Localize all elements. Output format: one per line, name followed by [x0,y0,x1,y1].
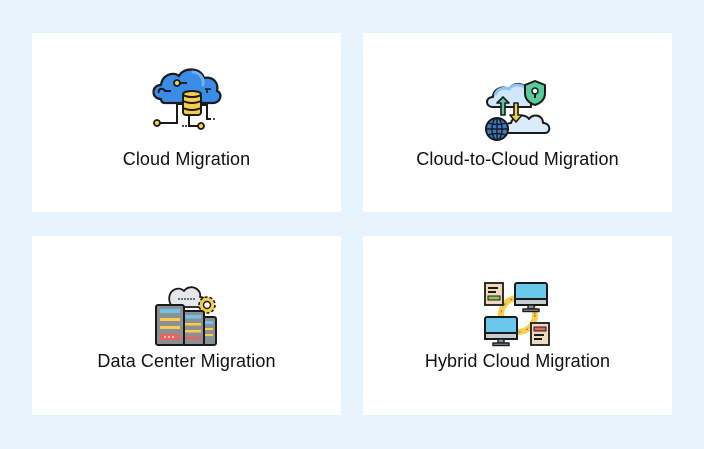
card-data-center-migration[interactable]: Data Center Migration [32,236,341,415]
hybrid-cloud-icon [483,281,553,349]
card-cloud-to-cloud-migration[interactable]: Cloud-to-Cloud Migration [363,33,672,212]
cloud-database-icon [147,63,227,139]
card-hybrid-cloud-migration[interactable]: Hybrid Cloud Migration [363,236,672,415]
card-title: Data Center Migration [97,351,276,371]
cloud-transfer-icon [483,77,553,143]
card-title: Cloud Migration [122,149,251,169]
data-center-icon [152,281,222,349]
card-title: Cloud-to-Cloud Migration [416,149,619,169]
card-title: Hybrid Cloud Migration [424,351,611,371]
card-cloud-migration[interactable]: Cloud Migration [32,33,341,212]
